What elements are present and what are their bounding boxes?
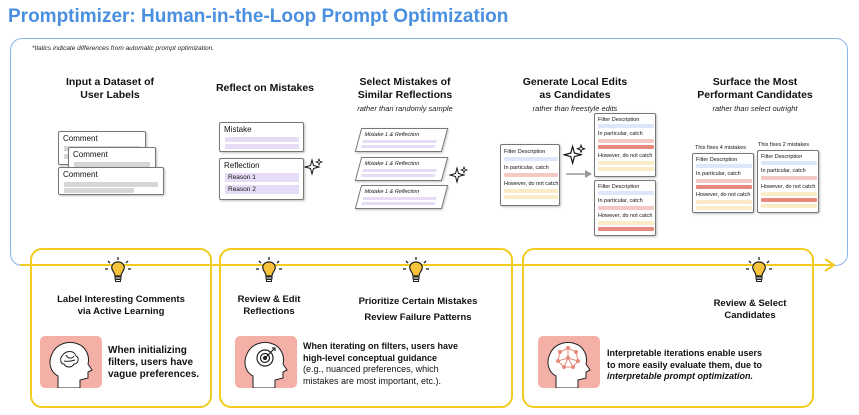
top-candidate-card: Filter Description In particular, catch … [692,153,754,213]
mistake-reflection-card: Mistake 1 & Reflection [354,185,449,209]
candidate-card: Filter Description In particular, catch … [594,180,656,236]
reason-1: Reason 1 [225,173,299,182]
fixes-4-label: This fixes 4 mistakes [695,145,747,151]
mistake-reflection-card: Mistake 1 & Reflection [354,128,449,152]
fixes-2-label: This fixes 2 mistakes [758,142,810,148]
step-reflect-title: Reflect on Mistakes [215,82,315,94]
page-title: Promptimizer: Human-in-the-Loop Prompt O… [8,6,509,27]
italics-note: *Italics indicate differences from autom… [32,45,215,52]
loop-arrow-icon [20,258,836,272]
reflection-card: Reflection Reason 1 Reason 2 [219,158,304,200]
arrow-right-icon [566,170,592,178]
interpretable-description: Interpretable iterations enable users to… [607,348,763,381]
step-generate-edits-sub: rather than freestyle edits [532,104,618,113]
step-select-mistakes-sub: rather than randomly sample [357,104,453,113]
human-step-box-3 [522,248,814,408]
sparkle-icon [563,144,587,166]
sparkle-icon [304,158,324,176]
filter-card: Filter Description In particular, catch … [500,144,560,206]
sparkle-icon [449,166,469,184]
candidate-card: Filter Description In particular, catch … [594,113,656,177]
mistake-card: Mistake [219,122,304,152]
network-head-icon [538,336,600,388]
iterating-description: When iterating on filters, users have hi… [303,341,459,386]
step-surface-candidates-sub: rather than select outright [712,104,798,113]
mistake-reflection-card: Mistake 1 & Reflection [354,157,449,181]
human-step-box-1 [30,248,212,408]
brain-head-icon [40,336,102,388]
human-step-box-2 [219,248,513,408]
lightbulb-icon [256,257,282,282]
initializing-description: When initializing filters, users have va… [108,345,200,380]
lightbulb-icon [105,257,131,282]
lightbulb-icon [746,257,772,282]
second-candidate-card: Filter Description In particular, catch … [757,150,819,213]
reason-2: Reason 2 [225,185,299,194]
comment-card: Comment [58,167,164,195]
lightbulb-icon [403,257,429,282]
target-head-icon [235,336,297,388]
